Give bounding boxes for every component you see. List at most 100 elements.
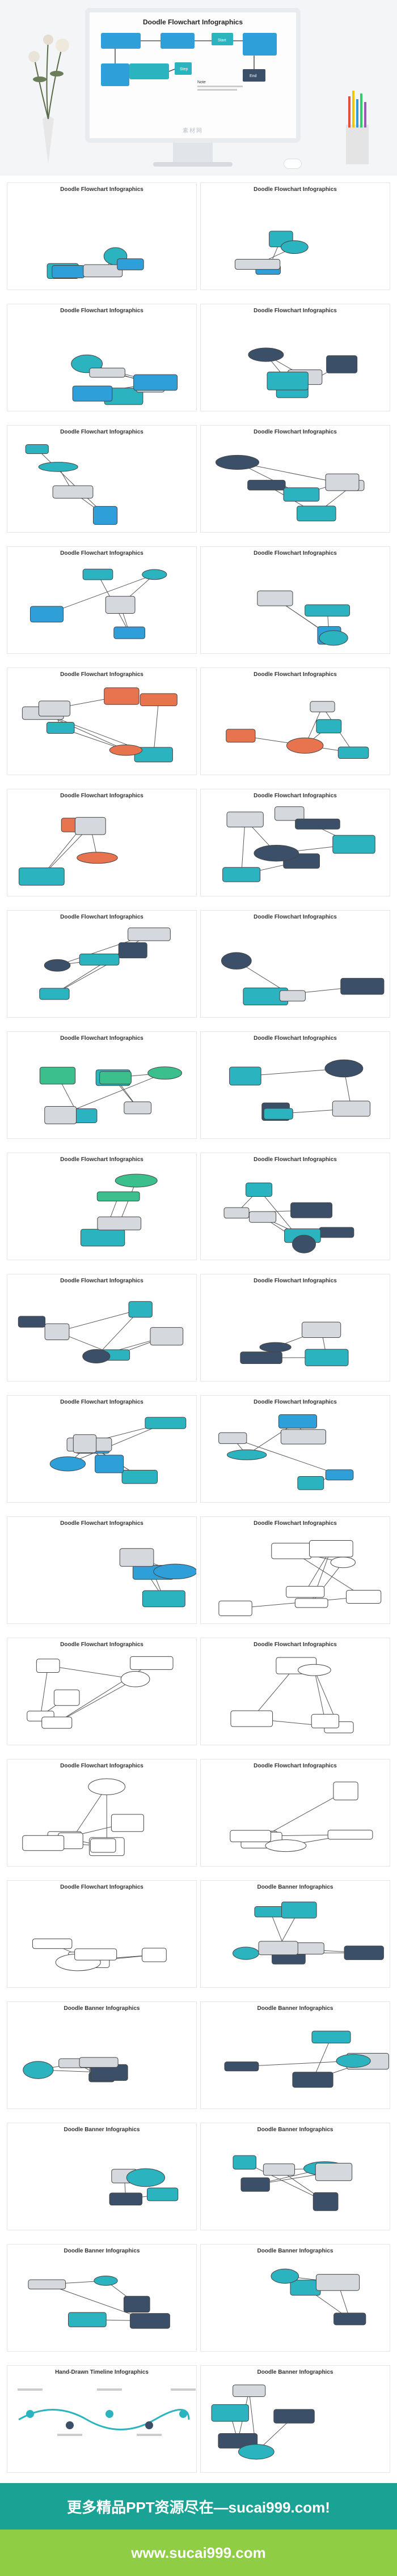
slide-thumbnail[interactable]: Doodle Flowchart Infographics	[7, 425, 197, 533]
slide-thumbnail[interactable]: Doodle Flowchart Infographics	[7, 304, 197, 411]
slide-diagram	[18, 1301, 184, 1364]
flow-node	[145, 1417, 187, 1429]
slide-thumbnail[interactable]: Doodle Flowchart Infographics	[200, 1153, 390, 1260]
slide-title: Doodle Banner Infographics	[257, 2127, 333, 2133]
flow-connector	[60, 1073, 165, 1116]
flow-node	[233, 2384, 266, 2397]
slide-diagram	[23, 2057, 128, 2082]
flow-node	[142, 569, 167, 580]
slide-thumbnail[interactable]: Doodle Flowchart Infographics	[7, 1031, 197, 1139]
timeline-node	[145, 2421, 153, 2429]
flow-connector	[233, 1438, 340, 1476]
slide-thumbnail[interactable]: Doodle Flowchart Infographics	[7, 1274, 197, 1381]
slide-diagram	[71, 354, 178, 405]
slide-thumbnail[interactable]: Doodle Flowchart Infographics	[7, 1638, 197, 1745]
slide-diagram	[18, 2388, 196, 2436]
slide-thumbnail[interactable]: Doodle Banner Infographics	[200, 2001, 390, 2109]
slide-thumbnail[interactable]: Doodle Flowchart Infographics	[7, 910, 197, 1018]
slide-thumbnail[interactable]: Doodle Flowchart Infographics	[7, 182, 197, 290]
slide-thumbnail[interactable]: Doodle Banner Infographics	[7, 2001, 197, 2109]
hero-node-step: Step	[180, 67, 188, 71]
flow-node	[128, 1301, 153, 1318]
flow-node	[113, 626, 146, 639]
slide-thumbnail[interactable]: Doodle Banner Infographics	[200, 2123, 390, 2230]
flow-node	[218, 1600, 252, 1616]
slide-thumbnail[interactable]: Doodle Flowchart Infographics	[7, 789, 197, 896]
flow-node	[292, 1235, 316, 1253]
flow-node	[340, 977, 385, 995]
flow-node	[53, 1689, 80, 1706]
slide-thumbnail[interactable]: Doodle Flowchart Infographics	[200, 1638, 390, 1745]
flow-node	[290, 1202, 333, 1218]
slide-thumbnail[interactable]: Doodle Flowchart Infographics	[200, 546, 390, 654]
flow-node	[22, 1835, 65, 1851]
slide-thumbnail[interactable]: Doodle Flowchart Infographics	[7, 1395, 197, 1503]
flow-node	[39, 988, 70, 1000]
flow-node	[36, 1659, 60, 1673]
slide-thumbnail[interactable]: Doodle Flowchart Infographics	[200, 1395, 390, 1503]
slide-thumbnail[interactable]: Doodle Banner Infographics	[7, 2123, 197, 2230]
slide-thumbnail[interactable]: Doodle Flowchart Infographics	[200, 1516, 390, 1624]
slide-diagram	[223, 1182, 354, 1253]
slide-diagram	[271, 2268, 366, 2326]
flow-node	[52, 485, 94, 499]
hero-node-start: Start	[218, 39, 226, 42]
slide-title: Doodle Flowchart Infographics	[254, 914, 337, 920]
flow-node	[316, 2274, 360, 2291]
slide-thumbnail[interactable]: Doodle Flowchart Infographics	[200, 1759, 390, 1867]
slide-thumbnail[interactable]: Doodle Flowchart Infographics	[200, 304, 390, 411]
slide-diagram	[222, 806, 375, 882]
footer-url[interactable]: www.sucai999.com	[0, 2530, 397, 2576]
slide-thumbnail[interactable]: Doodle Flowchart Infographics	[200, 1031, 390, 1139]
slide-thumbnail[interactable]: Doodle Flowchart Infographics	[200, 910, 390, 1018]
slide-thumbnail[interactable]: Doodle Flowchart Infographics	[7, 1516, 197, 1624]
flow-node	[310, 701, 335, 712]
monitor-stand	[173, 143, 213, 162]
flow-node	[224, 2061, 259, 2072]
flow-node	[18, 1316, 46, 1328]
flow-node	[336, 2054, 371, 2068]
slide-thumbnail[interactable]: Doodle Flowchart Infographics	[7, 1880, 197, 1988]
flow-node	[312, 2192, 339, 2211]
hero-watermark: 素材网	[183, 128, 203, 134]
slide-thumbnail[interactable]: Hand-Drawn Timeline Infographics	[7, 2365, 197, 2473]
flow-node	[68, 2312, 107, 2327]
slide-thumbnail[interactable]: Doodle Banner Infographics	[200, 1880, 390, 1988]
slide-title: Doodle Flowchart Infographics	[254, 671, 337, 678]
flow-node	[128, 927, 171, 941]
slide-title: Doodle Flowchart Infographics	[254, 1520, 337, 1527]
slide-thumbnail[interactable]: Doodle Flowchart Infographics	[7, 1759, 197, 1867]
slide-thumbnail[interactable]: Doodle Banner Infographics	[200, 2244, 390, 2352]
flow-node	[240, 2177, 270, 2192]
slide-thumbnail[interactable]: Doodle Banner Infographics	[200, 2365, 390, 2473]
flow-node	[79, 953, 120, 966]
slide-diagram	[248, 347, 358, 398]
slide-diagram	[119, 1548, 196, 1608]
flow-connector	[244, 2162, 326, 2202]
slide-thumbnail[interactable]: Doodle Flowchart Infographics	[200, 182, 390, 290]
flow-node	[117, 258, 144, 270]
slide-thumbnail[interactable]: Doodle Flowchart Infographics	[200, 668, 390, 775]
flow-connector	[40, 1665, 49, 1716]
flow-node	[267, 371, 309, 390]
slide-diagram	[233, 1901, 384, 1965]
flow-node	[271, 1542, 312, 1559]
slide-thumbnail[interactable]: Doodle Flowchart Infographics	[200, 425, 390, 533]
flow-node	[49, 1456, 86, 1472]
slide-thumbnail[interactable]: Doodle Flowchart Infographics	[200, 1274, 390, 1381]
slide-title: Doodle Flowchart Infographics	[60, 914, 143, 920]
slide-thumbnail[interactable]: Doodle Flowchart Infographics	[7, 1153, 197, 1260]
flow-node	[111, 1814, 144, 1832]
slide-thumbnail[interactable]: Doodle Flowchart Infographics	[7, 546, 197, 654]
flow-node	[146, 2187, 179, 2201]
slide-thumbnail[interactable]: Doodle Banner Infographics	[7, 2244, 197, 2352]
flow-connector	[264, 1791, 346, 1837]
flow-node	[29, 606, 64, 623]
slide-diagram	[218, 1414, 354, 1490]
flow-node	[118, 942, 147, 959]
slide-thumbnail[interactable]: Doodle Flowchart Infographics	[200, 789, 390, 896]
flow-connector	[36, 449, 105, 516]
slide-title: Doodle Flowchart Infographics	[60, 1884, 143, 1890]
slide-thumbnail[interactable]: Doodle Flowchart Infographics	[7, 668, 197, 775]
flow-node	[83, 264, 123, 278]
